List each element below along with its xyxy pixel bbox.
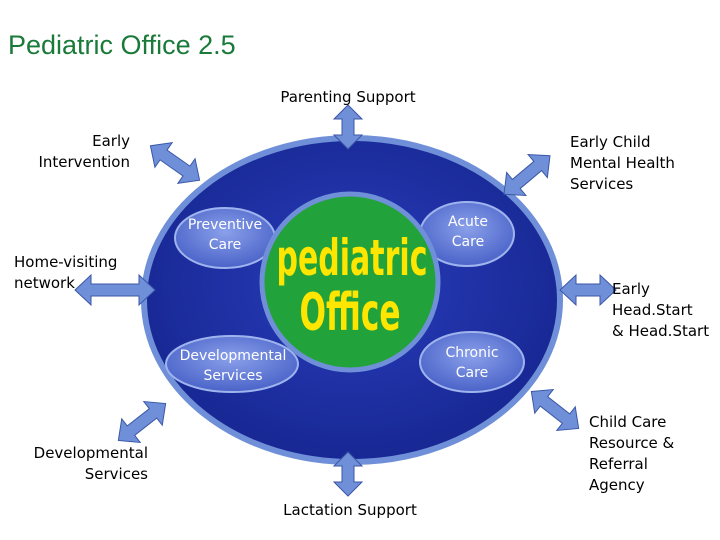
arrow-parenting-support — [332, 104, 364, 150]
page-title: Pediatric Office 2.5 — [8, 30, 236, 60]
label-chronic-care: Chronic Care — [445, 345, 499, 381]
label-developmental-services-outer: Developmental Services — [33, 444, 148, 483]
connector-arrows — [74, 104, 617, 497]
label-home-visiting: Home-visiting network — [14, 253, 118, 292]
center-text-line2: Office — [300, 283, 401, 344]
arrow-early-headstart — [559, 273, 617, 307]
label-acute-care: Acute Care — [447, 214, 488, 250]
center-text-line1: pediatric — [277, 229, 428, 287]
label-preventive-care: Preventive Care — [187, 217, 263, 253]
center-circle — [259, 191, 441, 373]
label-parenting-support: Parenting Support — [280, 88, 416, 106]
arrow-developmental-services — [117, 400, 167, 444]
label-early-headstart: Early Head.Start & Head.Start — [612, 280, 710, 340]
bubble-chronic-care — [419, 331, 525, 393]
arrow-early-intervention — [149, 142, 201, 184]
label-developmental-services-inner: Developmental Services — [179, 348, 287, 384]
label-early-intervention: Early Intervention — [38, 132, 130, 171]
arrow-early-child-mental-health — [503, 153, 551, 197]
arrow-lactation-support — [332, 451, 364, 497]
label-early-child-mental-health: Early Child Mental Health Services — [570, 133, 675, 193]
label-lactation-support: Lactation Support — [283, 501, 417, 519]
arrow-home-visiting — [74, 273, 156, 307]
arrow-child-care-resource — [530, 388, 580, 432]
label-child-care-resource: Child Care Resource & Referral Agency — [589, 413, 675, 494]
bubble-developmental-services — [165, 335, 299, 393]
